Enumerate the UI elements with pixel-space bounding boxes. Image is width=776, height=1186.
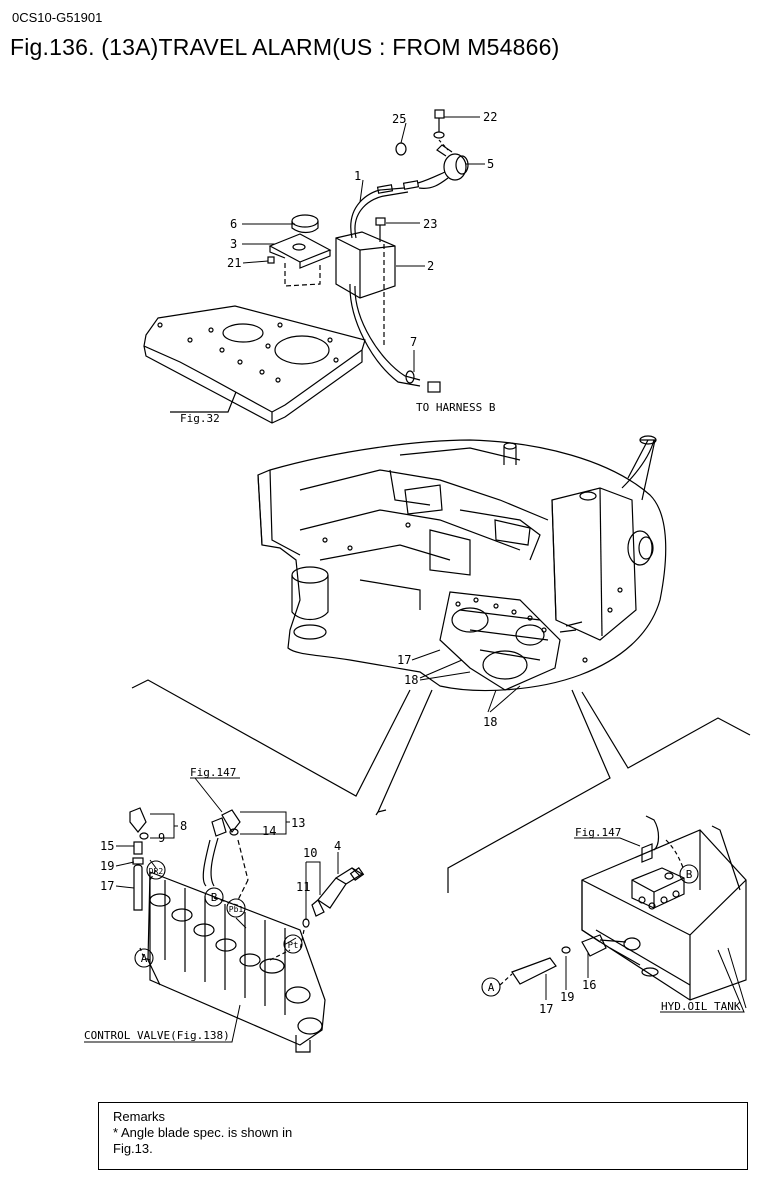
marker-a-left: A [141, 952, 148, 965]
note-fig147-left: Fig.147 [190, 766, 236, 779]
remarks-box: Remarks * Angle blade spec. is shown in … [98, 1102, 748, 1170]
callout-19-left: 19 [100, 859, 114, 873]
upper-frame [257, 435, 667, 692]
remarks-heading: Remarks [113, 1109, 166, 1124]
note-fig32: Fig.32 [180, 412, 220, 425]
callout-19-right: 19 [560, 990, 574, 1004]
note-to-harness: TO HARNESS B [416, 401, 496, 414]
callout-25: 25 [392, 112, 406, 126]
circle-markers [134, 860, 699, 997]
zoom-lines [131, 679, 751, 893]
callout-14: 14 [262, 824, 276, 838]
callout-22: 22 [483, 110, 497, 124]
callout-labels: 25 22 5 1 6 23 3 21 2 7 17 18 18 8 9 13 … [100, 110, 596, 1016]
callout-1: 1 [354, 169, 361, 183]
marker-pt: Pt [288, 941, 299, 951]
callout-23: 23 [423, 217, 437, 231]
diagram-notes: Fig.32 TO HARNESS B Fig.147 Fig.147 CONT… [84, 401, 741, 1042]
callout-3: 3 [230, 237, 237, 251]
circle-marker-letters: DR2 Pb1 Pt A B A B [141, 867, 693, 994]
callout-11: 11 [296, 880, 310, 894]
callout-15: 15 [100, 839, 114, 853]
callout-7: 7 [410, 335, 417, 349]
document-id: 0CS10-G51901 [12, 10, 103, 25]
callout-17-left: 17 [100, 879, 114, 893]
callout-8: 8 [180, 819, 187, 833]
note-control-valve: CONTROL VALVE(Fig.138) [84, 1029, 230, 1042]
callout-18-frame-left: 18 [404, 673, 418, 687]
control-valve-detail [129, 807, 365, 1053]
remarks-line-2: Fig.13. [113, 1141, 153, 1156]
alarm-assembly [267, 109, 469, 393]
marker-pb1: Pb1 [229, 905, 244, 914]
marker-a-right: A [488, 981, 495, 994]
leader-lines-lower-right [545, 837, 747, 1013]
callout-9: 9 [158, 831, 165, 845]
leader-lines-lower-left [84, 777, 339, 1043]
callout-21: 21 [227, 256, 241, 270]
remarks-line-1: * Angle blade spec. is shown in [113, 1125, 293, 1140]
leader-lines-top [242, 116, 485, 372]
note-hyd-tank: HYD.OIL TANK [661, 1000, 741, 1013]
callout-2: 2 [427, 259, 434, 273]
callout-6: 6 [230, 217, 237, 231]
callout-17-frame: 17 [397, 653, 411, 667]
callout-18-frame-bottom: 18 [483, 715, 497, 729]
callout-16: 16 [582, 978, 596, 992]
callout-5: 5 [487, 157, 494, 171]
tank-detail [499, 815, 747, 1001]
marker-b-right: B [686, 868, 693, 881]
note-fig147-right: Fig.147 [575, 826, 621, 839]
bracket-plate [143, 305, 366, 424]
marker-b-left: B [211, 891, 218, 904]
leader-lines-mid [411, 649, 521, 713]
callout-10: 10 [303, 846, 317, 860]
callout-13: 13 [291, 816, 305, 830]
marker-dr2: DR2 [149, 867, 164, 876]
callout-17-right: 17 [539, 1002, 553, 1016]
figure-title: Fig.136. (13A)TRAVEL ALARM(US : FROM M54… [10, 34, 560, 60]
callout-4: 4 [334, 839, 341, 853]
